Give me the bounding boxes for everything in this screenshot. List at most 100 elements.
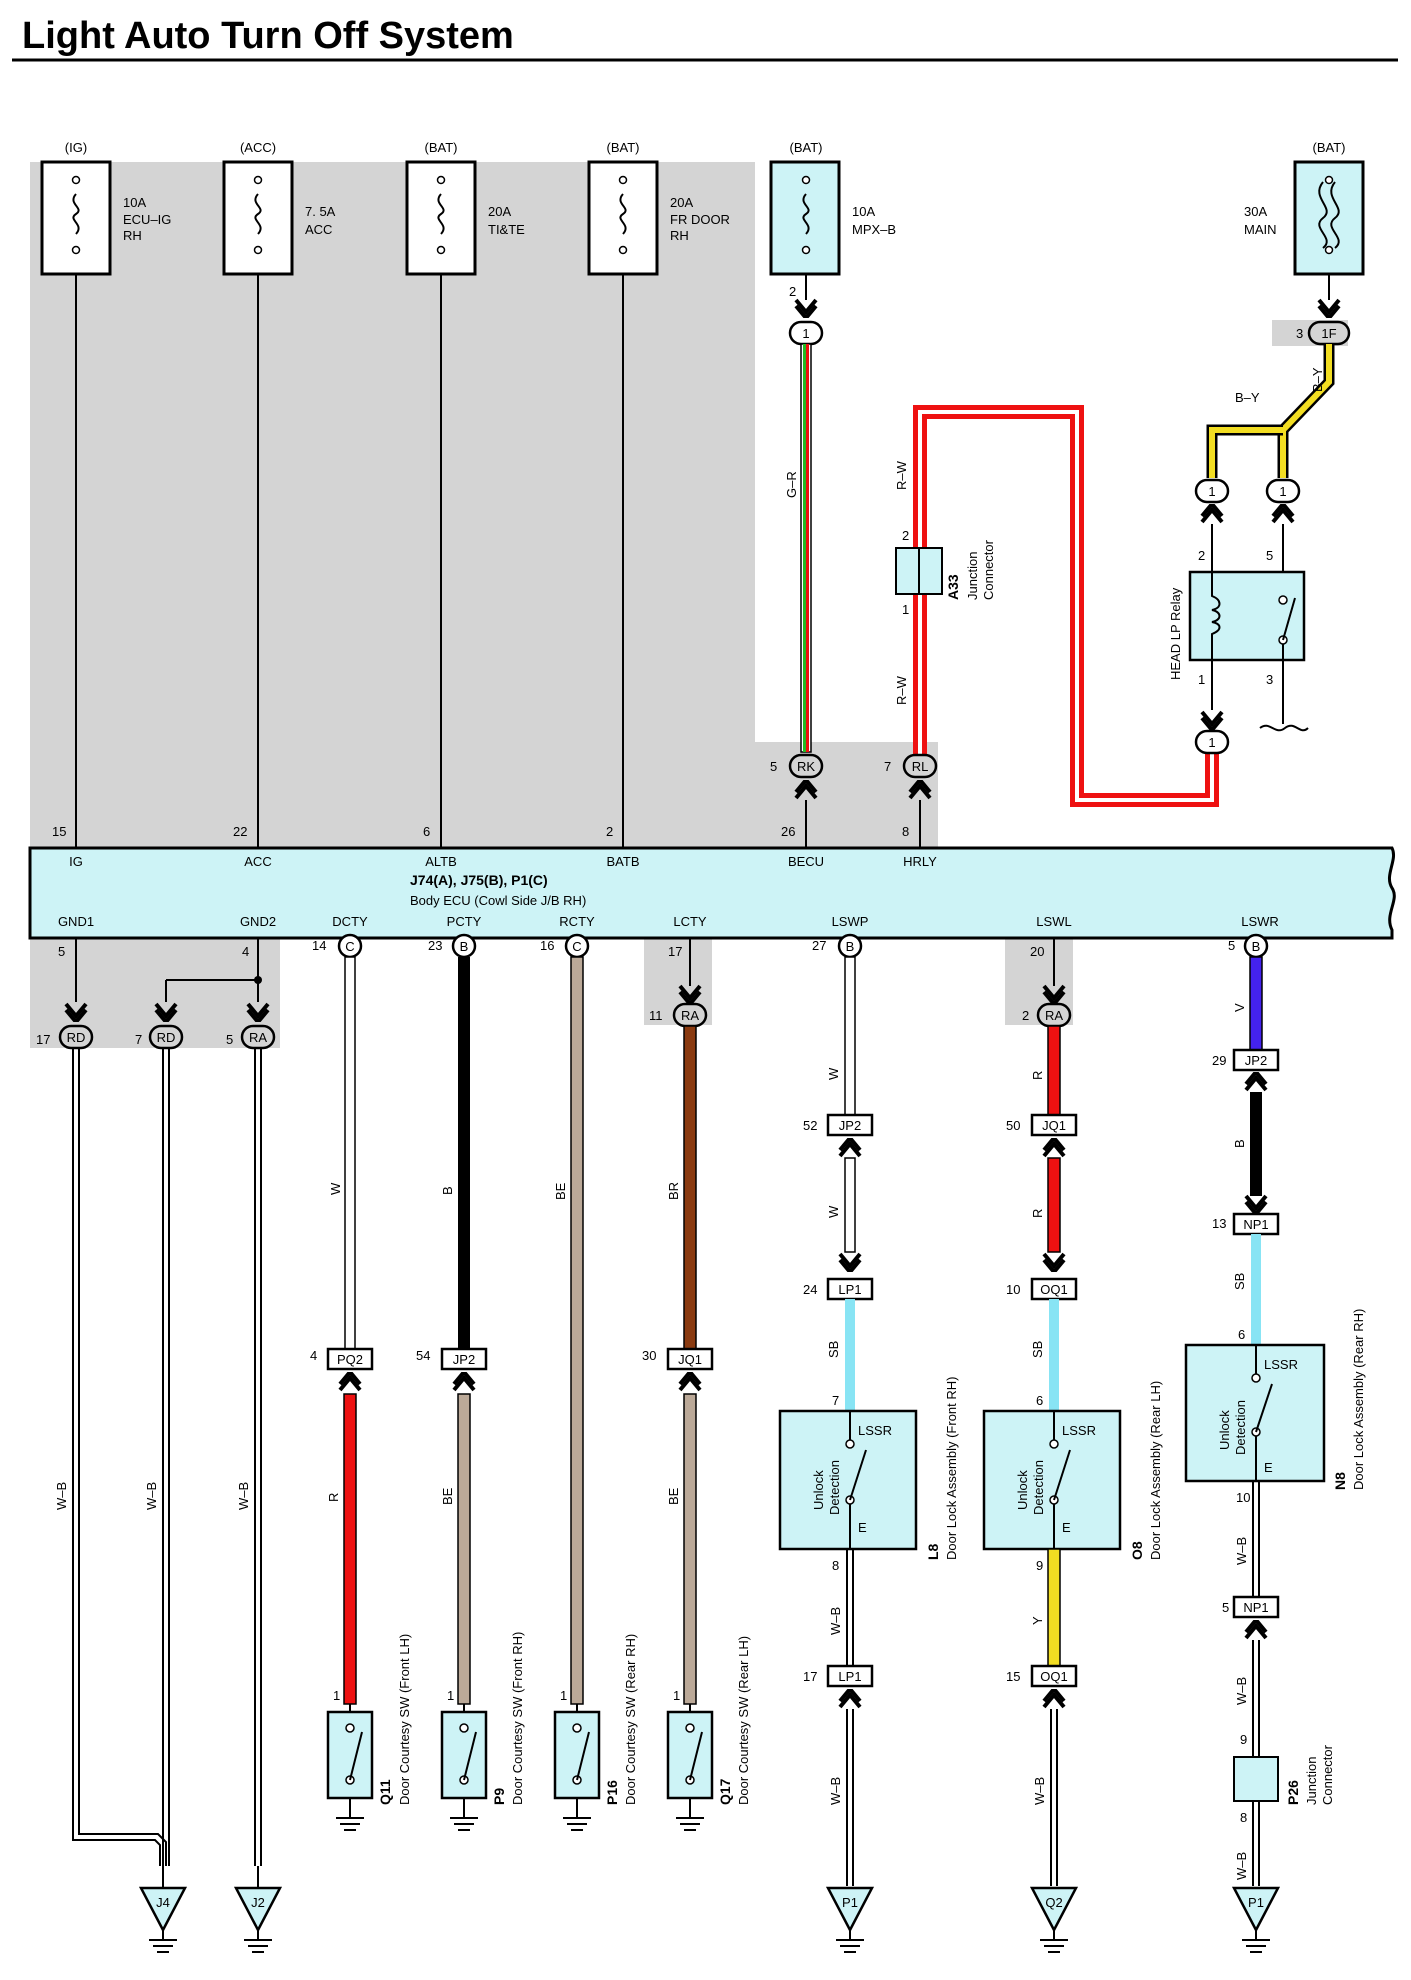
svg-text:8: 8 [832,1558,839,1573]
svg-text:B–Y: B–Y [1235,390,1260,405]
ground-q2: Q2 [1029,1886,1079,1953]
svg-text:Unlock: Unlock [1217,1410,1232,1450]
svg-text:W–B: W–B [144,1482,159,1510]
svg-text:B: B [846,939,855,954]
svg-text:R: R [1030,1071,1045,1080]
svg-text:BE: BE [440,1487,455,1505]
svg-text:20: 20 [1030,944,1044,959]
svg-text:R: R [326,1493,341,1502]
svg-text:HRLY: HRLY [903,854,937,869]
svg-text:1: 1 [802,326,809,341]
svg-text:Unlock: Unlock [811,1470,826,1510]
a33-id: A33 [945,574,961,600]
svg-text:ACC: ACC [244,854,271,869]
svg-text:Detection: Detection [827,1460,842,1515]
head-lp-relay: 2 5 1 3 HEAD LP Relay 1 [1168,548,1309,755]
main-wire: 3 1F B–Y B–Y 1 1 [1194,298,1351,572]
ground-p1-a: P1 [825,1886,875,1953]
svg-text:W–B: W–B [1032,1777,1047,1805]
svg-text:LSSR: LSSR [1264,1357,1298,1372]
svg-text:P16: P16 [604,1780,620,1805]
svg-text:BATB: BATB [607,854,640,869]
svg-text:6: 6 [1036,1393,1043,1408]
svg-text:Door Lock Assembly (Front RH): Door Lock Assembly (Front RH) [944,1377,959,1561]
svg-text:B: B [460,939,469,954]
svg-text:NP1: NP1 [1243,1217,1268,1232]
svg-text:10A: 10A [123,195,146,210]
svg-text:RA: RA [249,1030,267,1045]
svg-text:50: 50 [1006,1118,1020,1133]
svg-text:MAIN: MAIN [1244,222,1277,237]
svg-text:7. 5A: 7. 5A [305,204,336,219]
svg-text:JQ1: JQ1 [678,1352,702,1367]
svg-text:JP2: JP2 [839,1118,861,1133]
svg-text:NP1: NP1 [1243,1600,1268,1615]
svg-text:26: 26 [781,824,795,839]
svg-text:9: 9 [1240,1732,1247,1747]
svg-text:6: 6 [423,824,430,839]
svg-text:LSSR: LSSR [858,1423,892,1438]
door-switch-p9: P9 Door Courtesy SW (Front RH) [440,1632,525,1831]
fuse-wires [75,274,1330,848]
fuse-mpx-b: (BAT) 10A MPX–B [769,140,896,276]
door-switch-q11: Q11 Door Courtesy SW (Front LH) [326,1634,412,1831]
svg-text:Junction: Junction [1304,1757,1319,1805]
svg-text:Door Courtesy SW (Rear LH): Door Courtesy SW (Rear LH) [736,1636,751,1805]
svg-text:J4: J4 [156,1895,170,1910]
ground-j4: J4 [138,1866,188,1953]
svg-text:8: 8 [902,824,909,839]
svg-text:C: C [345,939,354,954]
svg-text:11: 11 [649,1008,663,1023]
svg-text:W: W [328,1182,343,1195]
rcty-circuit: 16 C BE 1 [540,933,590,1712]
svg-text:PCTY: PCTY [447,914,482,929]
svg-text:15: 15 [52,824,66,839]
svg-text:Detection: Detection [1031,1460,1046,1515]
svg-text:2: 2 [1198,548,1205,563]
svg-text:GND2: GND2 [240,914,276,929]
svg-text:W: W [826,1205,841,1218]
svg-text:1: 1 [333,1688,340,1703]
svg-text:B: B [1252,939,1261,954]
svg-text:(ACC): (ACC) [240,140,276,155]
svg-text:2: 2 [789,284,796,299]
svg-text:1: 1 [1279,484,1286,499]
dcty-circuit: 14 C W 4 PQ2 R 1 [310,933,374,1712]
mpx-b-wire: 2 1 G–R RK 5 [770,284,824,848]
svg-text:BECU: BECU [788,854,824,869]
svg-text:Unlock: Unlock [1015,1470,1030,1510]
svg-text:5: 5 [770,759,777,774]
svg-text:30: 30 [642,1348,656,1363]
svg-text:17: 17 [36,1032,50,1047]
svg-text:10: 10 [1006,1282,1020,1297]
svg-text:J2: J2 [251,1895,265,1910]
svg-text:BR: BR [666,1182,681,1200]
svg-text:24: 24 [803,1282,817,1297]
svg-text:Door Courtesy SW (Front RH): Door Courtesy SW (Front RH) [510,1632,525,1805]
svg-text:(BAT): (BAT) [607,140,640,155]
svg-text:4: 4 [242,944,249,959]
svg-text:5: 5 [1222,1600,1229,1615]
svg-text:LSWR: LSWR [1241,914,1279,929]
svg-text:JP2: JP2 [1245,1053,1267,1068]
svg-text:R–W: R–W [894,675,909,705]
svg-text:LSWP: LSWP [832,914,869,929]
svg-text:C: C [572,939,581,954]
svg-text:W–B: W–B [1234,1537,1249,1565]
svg-text:2: 2 [902,528,909,543]
svg-text:13: 13 [1212,1216,1226,1231]
svg-text:23: 23 [428,938,442,953]
svg-text:Q17: Q17 [717,1778,733,1805]
svg-text:OQ1: OQ1 [1040,1282,1067,1297]
svg-text:LP1: LP1 [838,1282,861,1297]
svg-text:W–B: W–B [1234,1677,1249,1705]
hrly-wire: 2 1 A33 Junction Connector R–W R–W RL 7 [884,405,1219,848]
lcty-circuit: 17 11 RA BR 30 JQ1 BE 1 [642,938,714,1712]
svg-text:LP1: LP1 [838,1669,861,1684]
svg-text:FR DOOR: FR DOOR [670,212,730,227]
shade-regions [30,162,1348,1048]
svg-text:54: 54 [416,1348,430,1363]
svg-text:BE: BE [553,1182,568,1200]
door-switch-p16: P16 Door Courtesy SW (Rear RH) [553,1634,638,1831]
svg-text:1: 1 [1208,735,1215,750]
